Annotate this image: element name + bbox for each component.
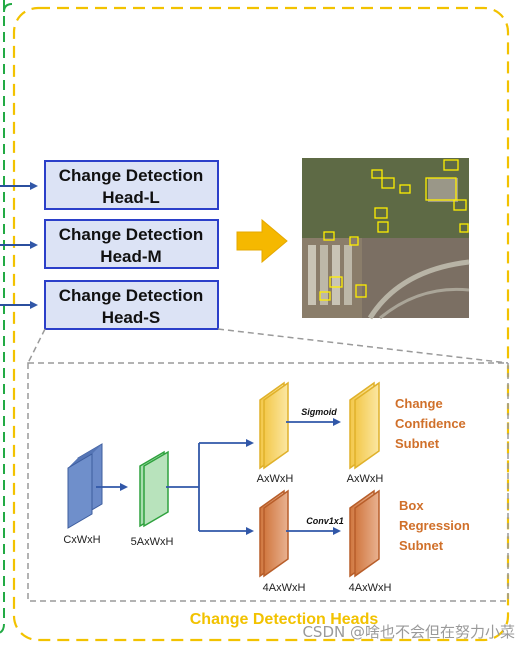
confidence-input-block	[259, 381, 289, 470]
input-feature-block	[67, 443, 103, 529]
detail-dashed-box	[27, 362, 509, 602]
input-arrows	[0, 182, 38, 309]
left-green-dashed-top	[3, 3, 13, 13]
regression-subnet-line1: Box	[399, 498, 424, 513]
sigmoid-op-label: Sigmoid	[301, 407, 337, 417]
big-right-arrow	[236, 218, 288, 264]
conv-op-label: Conv1x1	[306, 516, 344, 526]
confidence-subnet-line2: Confidence	[395, 416, 466, 431]
regression-input-label: 4AxWxH	[263, 582, 306, 594]
input-shape-label: CxWxH	[63, 534, 100, 546]
confidence-input-label: AxWxH	[257, 473, 294, 485]
projection-line-right	[217, 328, 509, 364]
head-s-line1: Change Detection	[59, 286, 204, 305]
head-m-line2: Head-M	[100, 247, 161, 266]
head-m-box: Change Detection Head-M	[44, 219, 219, 269]
confidence-output-block	[349, 381, 380, 470]
regression-output-label: 4AxWxH	[349, 582, 392, 594]
footer-title: Change Detection Heads	[190, 611, 379, 628]
head-s-box: Change Detection Head-S	[44, 280, 219, 330]
projection-line-left	[27, 328, 46, 364]
regression-output-block	[349, 489, 380, 578]
mid-feature-block	[139, 450, 169, 528]
head-l-line1: Change Detection	[59, 166, 204, 185]
confidence-subnet-line1: Change	[395, 396, 443, 411]
csdn-watermark: CSDN @啥也不会但在努力小菜	[302, 623, 515, 641]
regression-input-block	[259, 489, 289, 578]
branch-connector	[166, 443, 200, 531]
head-s-line2: Head-S	[102, 308, 161, 327]
regression-subnet-line2: Regression	[399, 518, 470, 533]
regression-subnet-line3: Subnet	[399, 538, 444, 553]
head-l-box: Change Detection Head-L	[44, 160, 219, 210]
aerial-detection-image	[302, 158, 470, 320]
mid-shape-label: 5AxWxH	[131, 536, 174, 548]
head-m-line1: Change Detection	[59, 225, 204, 244]
head-l-line2: Head-L	[102, 188, 160, 207]
confidence-output-label: AxWxH	[347, 473, 384, 485]
confidence-subnet-line3: Subnet	[395, 436, 440, 451]
left-green-dashed-border	[0, 0, 5, 634]
